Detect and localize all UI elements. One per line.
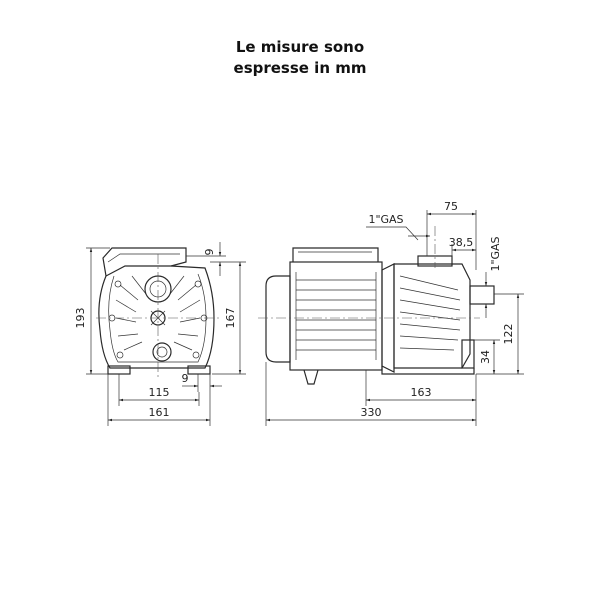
dim-115-label: 115 [149,386,170,399]
side-view-dimensions: 1"GAS 75 38,5 1"GAS 122 34 163 [265,200,524,426]
dim-38-5-label: 38,5 [449,236,474,249]
dim-34-label: 34 [479,350,492,364]
dim-inlet-gas-label: 1"GAS [489,236,502,271]
dim-163-label: 163 [411,386,432,399]
dim-9-foot-label: 9 [182,372,189,385]
front-view-pump [96,247,222,378]
front-view-dimensions: 193 167 9 9 115 161 [74,242,246,426]
dim-outlet-gas-label: 1"GAS [368,213,403,226]
title-line-2: espresse in mm [233,59,367,77]
title-line-1: Le misure sono [235,38,365,56]
dim-75-label: 75 [444,200,458,213]
dim-167-label: 167 [224,308,237,329]
dim-161-label: 161 [149,406,170,419]
dim-330-label: 330 [361,406,382,419]
dim-122-label: 122 [502,324,515,345]
dim-193-label: 193 [74,308,87,329]
dim-9-top-label: 9 [203,249,216,256]
side-view-pump [258,226,495,385]
